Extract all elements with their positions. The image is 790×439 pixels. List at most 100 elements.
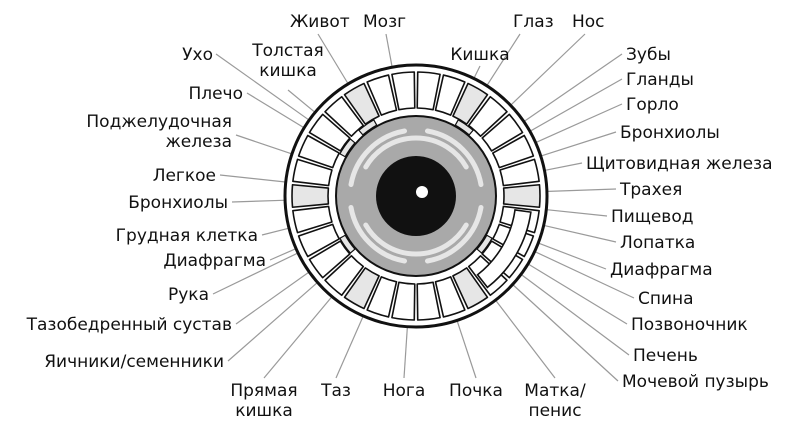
organ-label-line: Трахея (619, 180, 682, 200)
organ-label-line: кишка (235, 401, 293, 421)
organ-label-line: Зубы (626, 45, 671, 65)
iris-segment (481, 113, 524, 152)
organ-label-pechen: Печень (633, 346, 698, 366)
organ-label-line: Ухо (182, 45, 213, 65)
leader-line-bronkh_l (231, 199, 288, 203)
leader-line-bronkh_r (538, 131, 617, 158)
organ-label-line: Пищевод (611, 207, 693, 227)
organ-label-pochka: Почка (449, 381, 503, 401)
leader-line-ruka (212, 251, 301, 295)
organ-label-line: Нога (383, 381, 426, 401)
organ-label-glaz: Глаз (513, 12, 554, 32)
organ-label-line: Позвоночник (631, 315, 748, 335)
iris-segment (308, 113, 351, 152)
organ-label-zhivot: Живот (290, 12, 350, 32)
iris-segment (467, 95, 508, 138)
organ-label-line: железа (165, 132, 232, 152)
inner-ring-pads (339, 119, 493, 254)
leader-line-tazobedr (235, 270, 312, 325)
iris-segment (499, 158, 540, 187)
organ-label-line: Живот (290, 12, 350, 32)
leader-line-ukho (215, 53, 312, 122)
organ-label-yaichniki: Яичники/семенники (44, 352, 224, 372)
leader-line-zuby (521, 53, 623, 124)
leader-line-glandy (527, 78, 623, 133)
leader-line-gorlo (533, 103, 623, 144)
inner-arc (348, 128, 408, 188)
inner-arc (424, 204, 484, 264)
organ-label-plecho: Плечо (188, 84, 243, 104)
leader-line-mochevoy (510, 282, 619, 382)
leader-lines (212, 33, 635, 382)
inner-arc (363, 222, 469, 257)
leader-line-pishchevod (544, 208, 608, 217)
inner-arc (424, 128, 484, 188)
organ-label-zuby: Зубы (626, 45, 671, 65)
iris-chart (283, 63, 549, 329)
iris-segment (492, 134, 535, 169)
organ-label-line: Диафрагма (610, 260, 713, 280)
inner-pad (476, 234, 493, 254)
organ-label-line: Поджелудочная (86, 112, 232, 132)
iris-segment (343, 267, 380, 310)
organ-label-line: Рука (168, 285, 209, 305)
organ-label-ruka: Рука (168, 285, 209, 305)
organ-label-line: Мочевой пузырь (622, 372, 769, 392)
iris-segment (434, 74, 466, 116)
organ-label-line: Бронхиолы (128, 193, 228, 213)
organ-label-nos: Нос (572, 12, 605, 32)
iris-segment (308, 240, 351, 279)
organ-label-line: Диафрагма (163, 251, 266, 271)
leader-line-plecho (246, 92, 307, 130)
organ-label-line: Яичники/семенники (44, 352, 224, 372)
leader-line-noga (403, 324, 409, 379)
organ-label-line: Бронхиолы (620, 123, 720, 143)
leader-line-grudnaya (261, 227, 292, 236)
organ-label-line: Кишка (450, 45, 509, 65)
iris-segment (297, 134, 340, 169)
inner-pad (339, 234, 356, 254)
organ-label-line: Грудная клетка (116, 226, 258, 246)
organ-label-spina: Спина (638, 289, 694, 309)
organ-label-lopatka: Лопатка (620, 233, 695, 253)
organ-label-grudnaya: Грудная клетка (116, 226, 258, 246)
organ-label-pozvon: Позвоночник (631, 315, 748, 335)
inner-arc (363, 135, 469, 170)
inner-pad (339, 138, 356, 158)
organ-label-line: Глаз (513, 12, 554, 32)
organ-label-glandy: Гланды (626, 70, 694, 90)
leader-line-podzhel (235, 134, 295, 156)
organ-label-bronkh_r: Бронхиолы (620, 123, 720, 143)
organ-label-trakheya: Трахея (619, 180, 682, 200)
organ-label-shchitov: Щитовидная железа (586, 154, 773, 174)
iris-segment (343, 82, 380, 125)
leader-line-lopatka (541, 224, 617, 243)
leader-line-zhivot (317, 33, 350, 86)
leader-line-yaichniki (227, 280, 320, 362)
organ-label-line: Печень (633, 346, 698, 366)
organ-label-legkoe: Легкое (153, 166, 216, 186)
organ-label-line: Почка (449, 381, 503, 401)
organ-label-bronkh_l: Бронхиолы (128, 193, 228, 213)
organ-label-mozg: Мозг (363, 12, 406, 32)
inner-arc (348, 204, 408, 264)
organ-label-line: Тазобедренный сустав (26, 315, 232, 335)
leader-line-diafr_l (269, 247, 299, 261)
iris-segment (452, 267, 489, 310)
leader-line-nos (508, 33, 586, 108)
iris-segment (391, 281, 416, 321)
leader-line-taz (335, 313, 365, 379)
inner-pad (454, 119, 474, 136)
organ-label-line: Матка/ (524, 381, 586, 401)
right-side-band (476, 209, 532, 289)
leader-line-pozvon (525, 262, 628, 325)
organ-label-line: Горло (626, 95, 679, 115)
leader-line-pryamaya (263, 294, 334, 379)
leader-line-spina (532, 250, 635, 299)
iris-segment (324, 254, 365, 297)
iris-segment (366, 276, 398, 318)
